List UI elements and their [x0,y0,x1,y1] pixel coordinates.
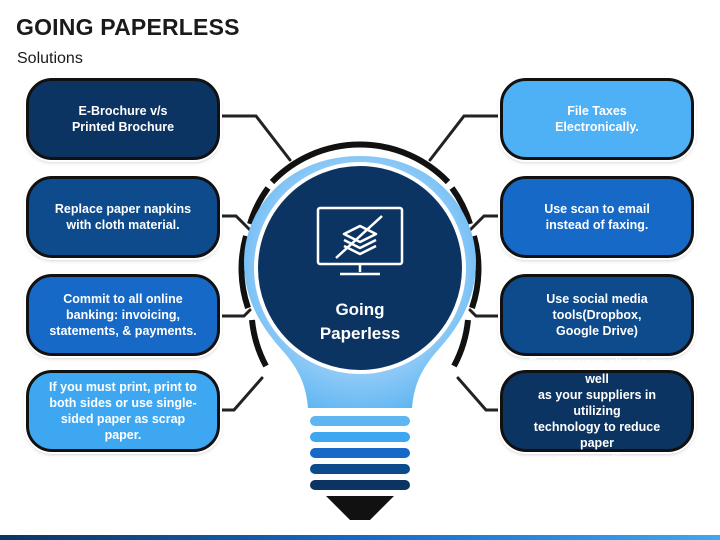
bulb-base [310,416,410,520]
bulb-base-ring [310,464,410,474]
solution-card-cloth-napkins: Replace paper napkins with cloth materia… [26,176,220,258]
card-text-line: Use social media [546,292,648,306]
monitor-no-paper-icon [316,206,404,276]
card-text-line: E-Brochure v/s [78,104,168,118]
bulb-outer-ring [238,141,482,368]
card-text-line: consumption. [556,452,638,466]
connector-line [456,376,502,412]
card-text-line: technology to reduce paper [533,420,661,450]
card-text-line: with cloth material. [66,218,180,232]
card-text-line: sided paper as scrap paper. [60,412,186,442]
footer-gradient-bar [0,535,720,540]
card-text-line: Engage your clients as well [528,356,666,386]
solution-card-social-media-tools: Use social media tools(Dropbox, Google D… [500,274,694,356]
page-subtitle: Solutions [17,50,83,67]
connector-line [218,376,264,412]
card-text-line: both sides or use single- [49,396,197,410]
ring-segment [451,319,471,368]
card-text-line: Use scan to email [544,202,650,216]
card-text-line: Replace paper napkins [54,202,192,216]
bulb-label-line: Going [335,300,385,319]
connector-line [218,308,252,318]
card-text-line: as your suppliers in utilizing [537,388,657,418]
solution-card-print-both-sides: If you must print, print to both sides o… [26,370,220,452]
bulb-base-ring [310,448,410,458]
card-text-line: If you must print, print to [49,380,197,394]
card-text-line: tools(Dropbox, [552,308,642,322]
solution-card-engage-clients: Engage your clients as well as your supp… [500,356,694,466]
connector-lines [218,114,502,412]
card-text-line: Commit to all online [63,292,183,306]
connector-line [218,114,292,162]
page-title: GOING PAPERLESS [16,14,240,40]
ring-segment [269,141,451,185]
solution-card-ebrochure: E-Brochure v/s Printed Brochure [26,78,220,160]
card-text-line: File Taxes [567,104,627,118]
connector-line [218,214,252,232]
ring-segment [449,186,473,225]
bulb-base-ring [310,480,410,490]
connector-line [468,214,502,232]
connector-line [428,114,502,162]
solution-card-file-taxes: File Taxes Electronically. [500,78,694,160]
card-text-line: statements, & payments. [49,324,197,338]
ring-segment [238,235,251,309]
connector-line [468,308,502,318]
ring-segment [247,186,271,225]
bulb-label: Going Paperless [290,298,430,346]
card-text-line: Google Drive) [556,324,638,338]
solution-card-online-banking: Commit to all online banking: invoicing,… [26,274,220,356]
card-text-line: banking: invoicing, [66,308,180,322]
card-text-line: Electronically. [555,120,639,134]
ring-segment [249,319,269,368]
bulb-label-line: Paperless [319,324,401,343]
bulb-base-ring [310,432,410,442]
solution-card-scan-to-email: Use scan to email instead of faxing. [500,176,694,258]
ring-segment [469,235,482,309]
bulb-base-ring [310,416,410,426]
card-text-line: Printed Brochure [71,120,175,134]
bulb-tip [326,496,394,520]
card-text-line: instead of faxing. [545,218,649,232]
